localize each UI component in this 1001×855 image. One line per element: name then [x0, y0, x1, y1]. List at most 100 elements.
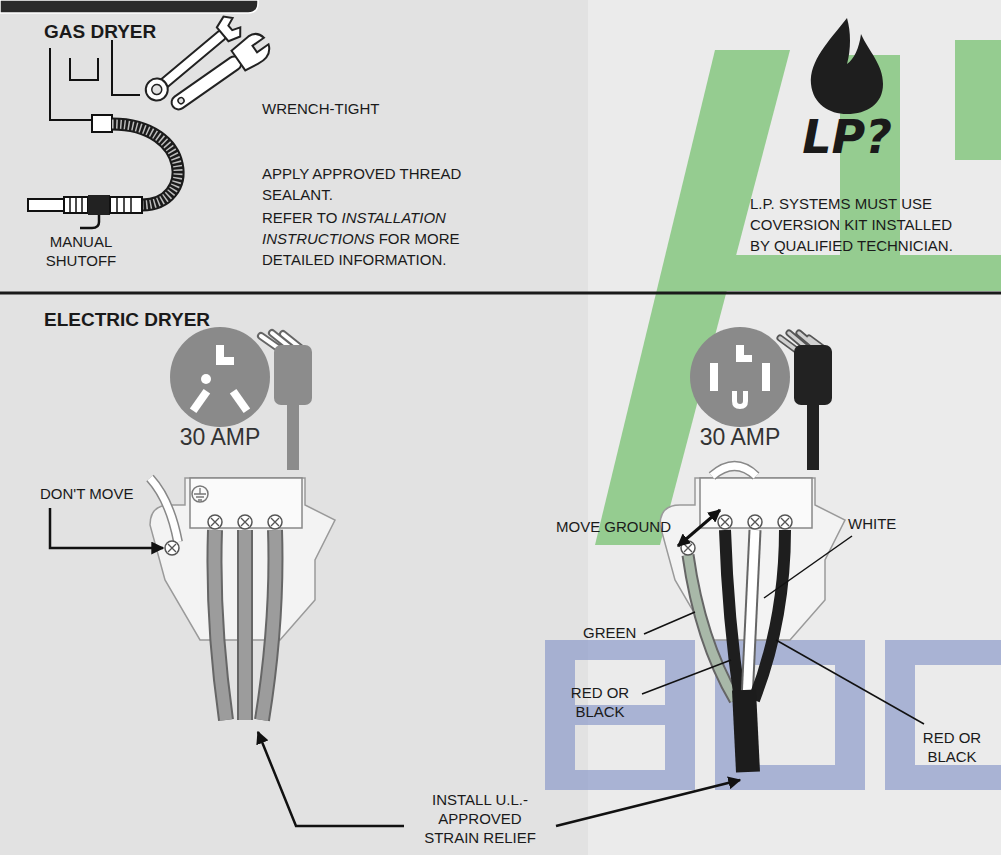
outlet-slot	[762, 363, 770, 391]
wrench-jaw	[230, 30, 274, 73]
node-text-area: LP?	[789, 112, 905, 163]
screw-slot	[684, 518, 789, 552]
outlet-icon: 30 AMP	[685, 325, 795, 450]
leader-lines	[50, 508, 924, 826]
ground-symbol	[192, 486, 208, 502]
leader-line	[556, 780, 740, 826]
section-heading: ELECTRIC DRYER	[44, 308, 284, 332]
outlet-slot	[732, 391, 748, 409]
amperage-label: 30 AMP	[165, 425, 275, 450]
outlet-slot	[230, 389, 250, 413]
watermark-shape	[595, 50, 790, 545]
section-heading: GAS DRYER	[44, 20, 264, 44]
ground-symbol	[194, 488, 206, 500]
outlet-slot	[201, 374, 211, 384]
gas-fitting	[92, 115, 112, 132]
pipe-fitting	[64, 197, 88, 213]
outlet-icon-outline	[688, 325, 792, 429]
flare-nut	[110, 197, 142, 213]
instruction-note: REFER TO INSTALLATION INSTRUCTIONS FOR M…	[262, 207, 494, 270]
instruction-note: WRENCH-TIGHT	[262, 100, 462, 119]
leader-line	[776, 640, 924, 724]
header-tab	[0, 0, 258, 13]
leader-line	[50, 508, 163, 548]
ground-strap-outline	[150, 478, 178, 542]
valve-label: MANUAL SHUTOFF	[36, 232, 126, 270]
terminal-screws	[165, 515, 282, 555]
valve-handle	[80, 215, 99, 228]
outlet-icon: 30 AMP	[165, 325, 275, 450]
leader-line	[764, 536, 852, 598]
node-text-area: 30 AMP	[165, 425, 275, 450]
outlet-face	[690, 327, 790, 427]
gas-pipe	[28, 199, 64, 211]
terminal-block-3-wire	[150, 478, 335, 720]
cable-jacket	[744, 690, 748, 772]
dryer-edge	[70, 58, 98, 80]
wire-label: RED OR BLACK	[912, 728, 992, 766]
screw-slot	[168, 518, 279, 552]
watermark-shape	[955, 40, 1001, 160]
flex-gas-hose	[112, 124, 178, 205]
outlet-slot	[190, 389, 210, 413]
adjustable-wrench	[165, 30, 275, 119]
hose-corrugation	[112, 124, 178, 205]
wire-label: RED OR BLACK	[560, 683, 640, 721]
ground-strap	[712, 466, 756, 476]
hot-wire	[725, 530, 740, 700]
amperage-label: 30 AMP	[685, 425, 795, 450]
watermark-shape	[885, 640, 1001, 790]
wire-label: WHITE	[848, 515, 918, 534]
terminal-screws	[681, 515, 792, 555]
instruction-note: APPLY APPROVED THREAD SEALANT.	[262, 163, 494, 205]
side-panel	[588, 0, 1001, 855]
power-cord-wire	[214, 530, 275, 720]
icon-label: LP?	[789, 112, 905, 163]
outlet-slot	[710, 363, 718, 391]
thread-marks	[117, 197, 131, 213]
wire-label: GREEN	[583, 624, 643, 643]
plug-cord	[807, 405, 819, 470]
white-wire	[747, 530, 755, 700]
leader-line	[258, 732, 404, 826]
outlet-slot	[736, 345, 752, 362]
node-text-area: 30 AMP	[685, 425, 795, 450]
dryer-edge	[112, 40, 140, 95]
leader-line	[644, 612, 695, 634]
ground-strap-outline	[712, 466, 756, 476]
wrench-handle	[169, 54, 244, 113]
instruction-note: REFER TO	[262, 209, 337, 226]
wire-outline	[214, 530, 275, 720]
three-prong-plug	[261, 333, 312, 470]
plug-body	[274, 345, 312, 405]
watermark-shape	[700, 255, 1001, 291]
hot-wire	[754, 530, 785, 700]
ground-strap	[150, 478, 178, 542]
move-arrow	[678, 510, 720, 546]
wrench-box-hole	[150, 83, 164, 97]
wire-outline	[747, 530, 755, 700]
plug-cord	[287, 405, 299, 470]
lp-flame-icon-outline	[792, 16, 902, 116]
thread-marks	[70, 197, 82, 213]
section-divider	[0, 292, 1001, 295]
watermark	[545, 40, 1001, 790]
callout-label: INSTALL U.L.-APPROVED STRAIN RELIEF	[410, 790, 550, 847]
flame-shape	[811, 18, 883, 114]
outlet-icon-outline	[168, 325, 272, 429]
warning-note: L.P. SYSTEMS MUST USE COVERSION KIT INST…	[750, 193, 972, 256]
four-prong-plug	[780, 333, 832, 470]
callout-label: DON'T MOVE	[40, 485, 150, 504]
dryer-back-outline	[50, 40, 140, 120]
terminal-block-4-wire	[660, 466, 845, 772]
callout-label: MOVE GROUND	[556, 518, 674, 537]
leader-line	[642, 660, 731, 694]
outlet-face	[170, 327, 270, 427]
wrench-open-end	[214, 13, 245, 44]
wrench-box-end	[141, 74, 172, 105]
shutoff-valve	[88, 195, 110, 215]
plug-body	[794, 345, 832, 405]
wrench-hole	[177, 97, 185, 105]
